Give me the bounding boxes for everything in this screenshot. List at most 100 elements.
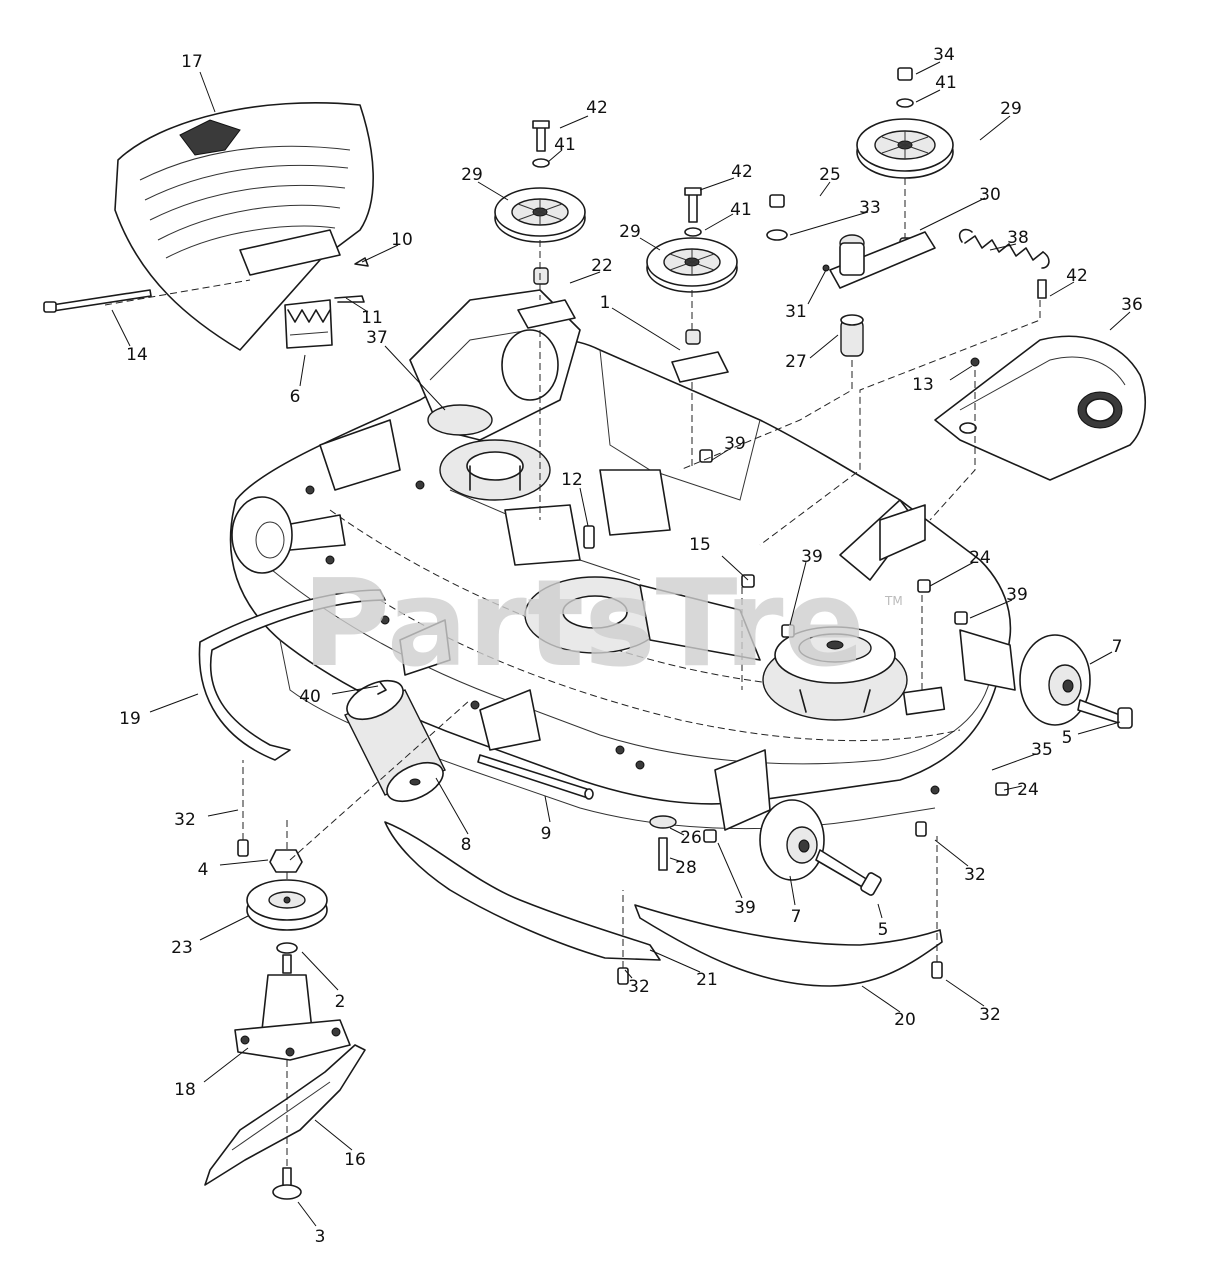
callout-label-c26: 26: [680, 828, 702, 848]
roller-rod: [477, 754, 594, 800]
callout-label-c7b: 7: [791, 907, 802, 927]
spindle-nut: [269, 849, 303, 873]
callout-leader-c39c: [969, 599, 1013, 619]
callout-leader-c19: [149, 693, 199, 713]
callout-leader-c9: [544, 795, 551, 823]
callout-leader-c42a: [559, 115, 589, 129]
callout-leader-c42c: [1049, 281, 1075, 297]
callout-leader-c41c: [915, 89, 941, 103]
callout-leader-c24b: [1003, 785, 1023, 791]
callout-leader-c29c: [979, 115, 1011, 141]
callout-leader-c8: [435, 777, 469, 835]
callout-leader-c29a: [477, 181, 509, 201]
callout-label-c24b: 24: [1017, 780, 1039, 800]
callout-label-c13: 13: [912, 375, 934, 395]
hairpin-clip: [334, 295, 365, 303]
callout-label-c32a: 32: [964, 865, 986, 885]
callout-leader-c3: [297, 1201, 317, 1227]
callout-leader-c31: [807, 269, 827, 305]
callout-leader-c26: [669, 827, 685, 836]
callout-leader-c16: [314, 1119, 353, 1151]
watermark-text: PartsTre: [302, 555, 865, 694]
callout-label-c4: 4: [198, 860, 209, 880]
small-clip: [377, 681, 387, 695]
callout-label-c18: 18: [174, 1080, 196, 1100]
callout-label-c17: 17: [181, 52, 203, 72]
callout-leader-c29b: [639, 237, 661, 251]
callout-leader-c36: [1109, 311, 1131, 331]
callout-label-c31: 31: [785, 302, 807, 322]
callout-leader-c30: [919, 197, 986, 231]
belt-cover: [934, 335, 1146, 481]
callout-leader-c24a: [929, 561, 975, 587]
callout-label-c1: 1: [600, 293, 611, 313]
callout-leader-c40: [331, 685, 379, 695]
idler-pulley-left: [494, 187, 586, 243]
baffle-front: [384, 821, 661, 961]
callout-leader-c28: [669, 857, 683, 863]
callout-leader-c32c: [624, 969, 633, 979]
callout-label-c7a: 7: [1112, 637, 1123, 657]
callout-leader-c7a: [1089, 651, 1113, 665]
callout-label-c21: 21: [696, 970, 718, 990]
callout-label-c33: 33: [859, 198, 881, 218]
callout-leader-c1: [611, 307, 681, 351]
callout-leader-c17: [199, 71, 216, 113]
callout-leader-c27: [809, 334, 839, 359]
callout-leader-c41a: [547, 149, 563, 163]
assembly-lines: [104, 178, 1041, 1168]
callout-leader-c5b: [877, 903, 883, 919]
callout-leader-c14: [111, 309, 131, 347]
callout-label-c12: 12: [561, 470, 583, 490]
callout-label-c19: 19: [119, 709, 141, 729]
callout-leader-c34: [915, 61, 941, 75]
callout-leader-c12: [579, 487, 589, 527]
callout-label-c29b: 29: [619, 222, 641, 242]
right-spindle-pulley: [762, 626, 908, 721]
callout-label-c14: 14: [126, 345, 148, 365]
callout-leader-c33: [789, 211, 869, 236]
gauge-wheel-lower: [759, 799, 882, 896]
callout-label-c27: 27: [785, 352, 807, 372]
callout-label-c22: 22: [591, 256, 613, 276]
callout-label-c29a: 29: [461, 165, 483, 185]
cotter-pin: [354, 257, 369, 267]
callout-label-c32d: 32: [979, 1005, 1001, 1025]
callout-leader-c11: [345, 297, 369, 313]
callout-label-c39d: 39: [734, 898, 756, 918]
callout-label-c41b: 41: [730, 200, 752, 220]
callout-label-c30: 30: [979, 185, 1001, 205]
callout-leader-c41b: [704, 213, 734, 231]
callout-label-c36: 36: [1121, 295, 1143, 315]
callout-label-c5a: 5: [1062, 728, 1073, 748]
callout-label-c40: 40: [299, 687, 321, 707]
callout-leader-c20: [861, 985, 901, 1013]
callout-label-c28: 28: [675, 858, 697, 878]
callout-label-c11: 11: [361, 308, 383, 328]
callout-label-c10: 10: [391, 230, 413, 250]
callout-label-c8: 8: [461, 835, 472, 855]
baffle-left: [198, 589, 386, 761]
callout-label-c5b: 5: [878, 920, 889, 940]
mounting-plates: [517, 299, 729, 383]
rear-left-wheel: [501, 329, 559, 401]
callout-leader-c42b: [699, 177, 735, 191]
callout-label-c25: 25: [819, 165, 841, 185]
callout-label-c16: 16: [344, 1150, 366, 1170]
washer-and-bolt: [649, 815, 677, 871]
callout-label-c39a: 39: [724, 434, 746, 454]
mower-blade: [204, 1044, 366, 1186]
deck-frame: [284, 289, 1016, 831]
callout-label-c2: 2: [335, 992, 346, 1012]
pulley-bolts: [532, 67, 914, 237]
callout-leader-c22: [569, 271, 601, 284]
callout-leader-c18: [203, 1047, 249, 1083]
callout-leader-c23: [199, 915, 249, 941]
part-callouts: 1742412922424129125333031273441293842361…: [111, 45, 1143, 1247]
callout-label-c34: 34: [933, 45, 955, 65]
callout-label-c39b: 39: [801, 547, 823, 567]
callout-label-c32c: 32: [628, 977, 650, 997]
watermark-tm: TM: [884, 594, 903, 608]
spindle-pulley: [246, 879, 328, 931]
